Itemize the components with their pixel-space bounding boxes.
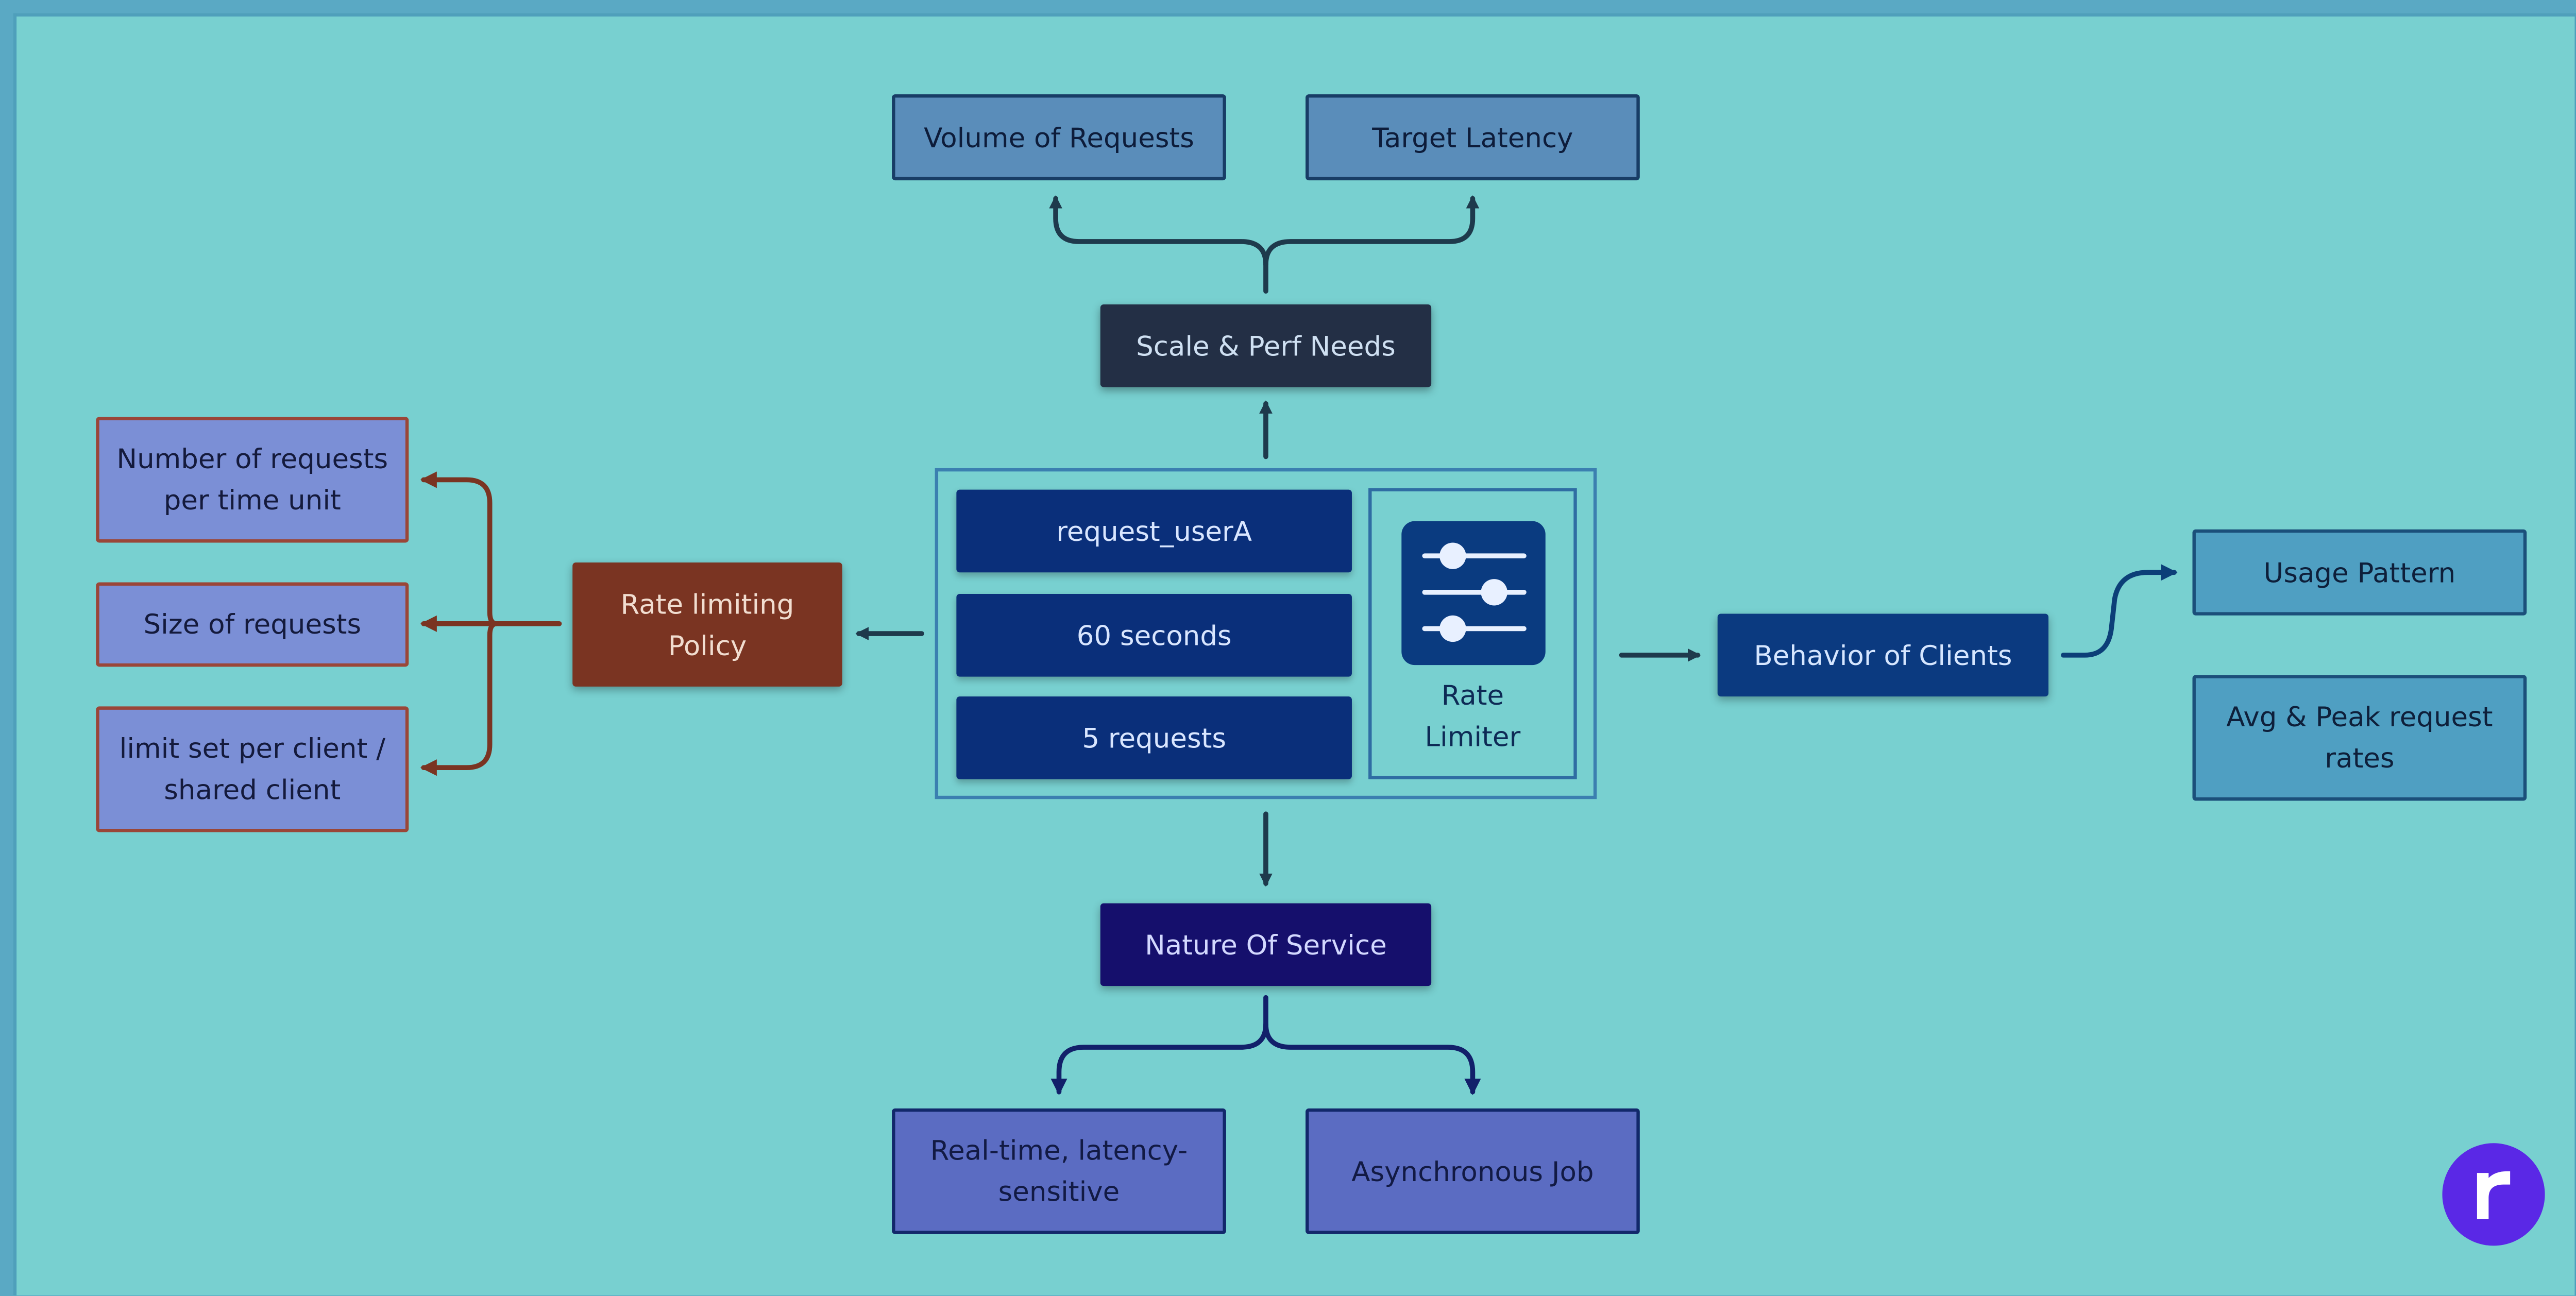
request-user-row: request_userA: [956, 489, 1352, 573]
sliders-icon: [1401, 521, 1546, 666]
arrow-to-usage: [2061, 564, 2178, 658]
size-of-requests-label: Size of requests: [143, 608, 362, 640]
fork-limit: [420, 621, 499, 776]
behavior-of-clients-box: Behavior of Clients: [1717, 613, 2049, 697]
fork-async: [1263, 1021, 1481, 1096]
policy-label-line1: Rate limiting: [620, 588, 794, 620]
policy-label-line2: Policy: [668, 629, 747, 661]
request-limit-label: 5 requests: [1082, 722, 1226, 754]
window-seconds-label: 60 seconds: [1076, 619, 1232, 651]
volume-of-requests-label: Volume of Requests: [924, 122, 1194, 154]
realtime-label-line2: sensitive: [998, 1176, 1120, 1208]
target-latency-label: Target Latency: [1372, 122, 1573, 154]
asynchronous-job-box: Asynchronous Job: [1306, 1108, 1640, 1234]
nature-of-service-label: Nature Of Service: [1145, 929, 1387, 961]
nature-of-service-box: Nature Of Service: [1100, 903, 1432, 986]
rate-limiting-policy-box: Rate limiting Policy: [572, 562, 842, 687]
behavior-of-clients-label: Behavior of Clients: [1754, 639, 2012, 671]
number-of-requests-box: Number of requests per time unit: [96, 417, 409, 543]
brand-logo-icon[interactable]: [2442, 1143, 2545, 1246]
rate-limiter-label-line1: Rate: [1441, 680, 1504, 712]
sliders-icon-graphic: [1422, 542, 1527, 642]
scale-perf-needs-box: Scale & Perf Needs: [1100, 304, 1432, 387]
rate-limiter-label-line2: Limiter: [1425, 721, 1521, 753]
fork-latency: [1263, 195, 1480, 267]
window-seconds-row: 60 seconds: [956, 594, 1352, 677]
limit-per-client-line2: shared client: [164, 774, 341, 806]
rate-limiter-card: [1368, 488, 1577, 779]
usage-pattern-box: Usage Pattern: [2192, 529, 2527, 616]
asynchronous-job-label: Asynchronous Job: [1351, 1155, 1594, 1187]
size-of-requests-box: Size of requests: [96, 582, 409, 667]
rate-limiter-label: Rate Limiter: [1368, 675, 1577, 758]
number-of-requests-line2: per time unit: [163, 485, 341, 517]
realtime-label-line1: Real-time, latency-: [930, 1135, 1188, 1167]
avg-peak-rates-line1: Avg & Peak request: [2226, 701, 2493, 733]
number-of-requests-line1: Number of requests: [116, 443, 388, 475]
realtime-box: Real-time, latency- sensitive: [892, 1108, 1226, 1234]
target-latency-box: Target Latency: [1306, 94, 1640, 181]
usage-pattern-label: Usage Pattern: [2263, 556, 2456, 588]
fork-volume: [1049, 195, 1268, 294]
fork-number: [420, 471, 499, 626]
rate-limiter-group: [935, 468, 1597, 799]
scale-perf-needs-label: Scale & Perf Needs: [1136, 330, 1396, 362]
avg-peak-rates-box: Avg & Peak request rates: [2192, 675, 2527, 801]
request-user-label: request_userA: [1056, 515, 1252, 547]
fork-realtime: [1050, 995, 1268, 1096]
brand-logo-glyph: [2477, 1171, 2511, 1220]
request-limit-row: 5 requests: [956, 696, 1352, 779]
avg-peak-rates-line2: rates: [2325, 743, 2395, 775]
volume-of-requests-box: Volume of Requests: [892, 94, 1226, 181]
limit-per-client-box: limit set per client / shared client: [96, 706, 409, 832]
limit-per-client-line1: limit set per client /: [119, 732, 385, 764]
